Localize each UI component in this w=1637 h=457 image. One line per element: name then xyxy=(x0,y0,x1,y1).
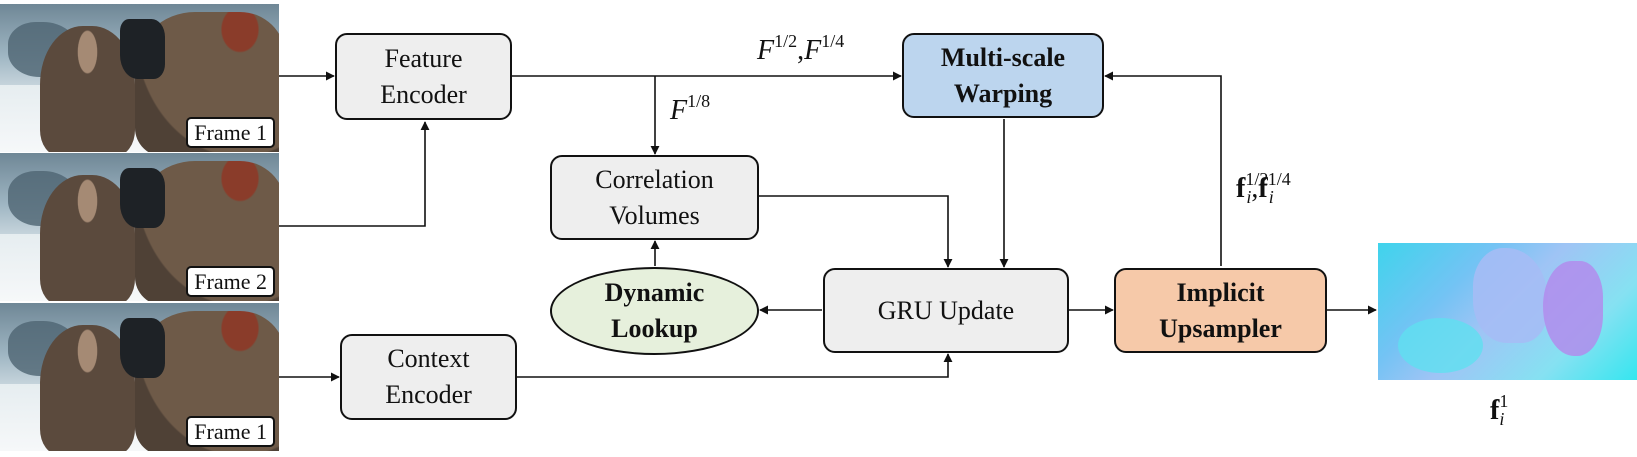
frame-label-middle: Frame 2 xyxy=(186,266,275,297)
feature-encoder-line1: Feature xyxy=(384,43,463,73)
label-output-var: f xyxy=(1490,395,1500,426)
correlation-volumes-line2: Volumes xyxy=(609,200,700,230)
multiscale-warping-line2: Warping xyxy=(953,78,1053,108)
arrow-upsampler-feedback-to-warping xyxy=(1104,71,1222,266)
label-output-exp: 1 xyxy=(1499,391,1509,411)
label-f-var-a: F xyxy=(757,35,775,66)
label-feedback-exp-quarter: 1/4 xyxy=(1267,169,1291,189)
output-flow-image xyxy=(1378,243,1637,380)
label-output-flow: f1i xyxy=(1490,392,1508,429)
context-encoder-line1: Context xyxy=(387,344,470,373)
frame-label-bottom: Frame 1 xyxy=(186,416,275,447)
frame-label-top: Frame 1 xyxy=(186,117,275,148)
feature-encoder-line2: Encoder xyxy=(380,79,467,109)
frame-image-top: Frame 1 xyxy=(0,4,279,152)
frame-image-middle: Frame 2 xyxy=(0,153,279,301)
correlation-volumes-line1: Correlation xyxy=(595,164,714,194)
dynamic-lookup-line1: Dynamic xyxy=(604,278,705,307)
frame-image-bottom: Frame 1 xyxy=(0,303,279,451)
label-f-half-quarter: F1/2,F1/4 xyxy=(757,31,845,66)
arrow-context-encoder-to-gru xyxy=(517,353,953,378)
label-f-var-b: F xyxy=(804,35,822,66)
label-f-eighth: F1/8 xyxy=(670,92,710,125)
label-f-exp-quarter: 1/4 xyxy=(821,31,845,51)
label-output-sub: i xyxy=(1499,409,1505,429)
multiscale-warping-line1: Multi-scale xyxy=(940,42,1066,72)
gru-update-box: GRU Update xyxy=(823,268,1069,353)
label-feedback-sub-b: i xyxy=(1268,187,1274,207)
implicit-upsampler-line2: Upsampler xyxy=(1159,313,1282,343)
label-feedback-var-a: f xyxy=(1236,173,1246,204)
label-f-eighth-var: F xyxy=(670,95,688,126)
label-f-eighth-exp: 1/8 xyxy=(687,91,711,111)
context-encoder-line2: Encoder xyxy=(385,380,472,409)
label-feedback-var-b: f xyxy=(1258,173,1268,204)
dynamic-lookup-line2: Lookup xyxy=(611,314,698,343)
implicit-upsampler-line1: Implicit xyxy=(1176,277,1265,307)
label-feedback-flows: f1/2i,f1/4i xyxy=(1236,169,1291,207)
gru-update-label: GRU Update xyxy=(877,295,1015,325)
label-f-exp-half: 1/2 xyxy=(774,31,798,51)
arrow-frame2-to-feature-encoder xyxy=(279,121,430,227)
arrow-correlation-to-gru xyxy=(759,195,953,268)
label-feedback-sub-a: i xyxy=(1246,187,1252,207)
